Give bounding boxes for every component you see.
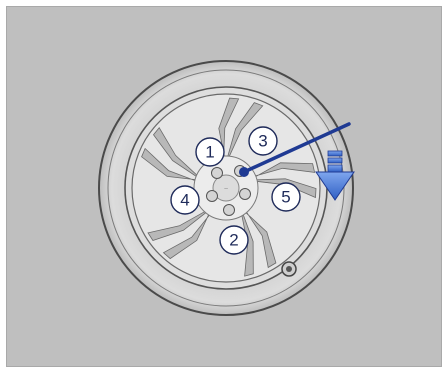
nut-label-4: 4	[171, 186, 199, 214]
nut-label-5-text: 5	[281, 188, 290, 207]
diagram-frame: ~ 1	[6, 6, 442, 367]
nut-label-3: 3	[249, 127, 277, 155]
wheel-diagram: ~ 1	[7, 7, 441, 366]
lug-nut	[212, 168, 223, 179]
nut-label-4-text: 4	[180, 191, 189, 210]
svg-text:~: ~	[224, 186, 228, 193]
lug-nut	[207, 191, 218, 202]
lug-nut	[240, 189, 251, 200]
nut-label-5: 5	[272, 183, 300, 211]
nut-label-1-text: 1	[205, 143, 214, 162]
nut-label-2: 2	[220, 226, 248, 254]
lug-nut	[224, 205, 235, 216]
nut-label-2-text: 2	[229, 231, 238, 250]
valve-stem-icon	[282, 262, 296, 276]
nut-label-3-text: 3	[258, 132, 267, 151]
nut-label-1: 1	[196, 138, 224, 166]
